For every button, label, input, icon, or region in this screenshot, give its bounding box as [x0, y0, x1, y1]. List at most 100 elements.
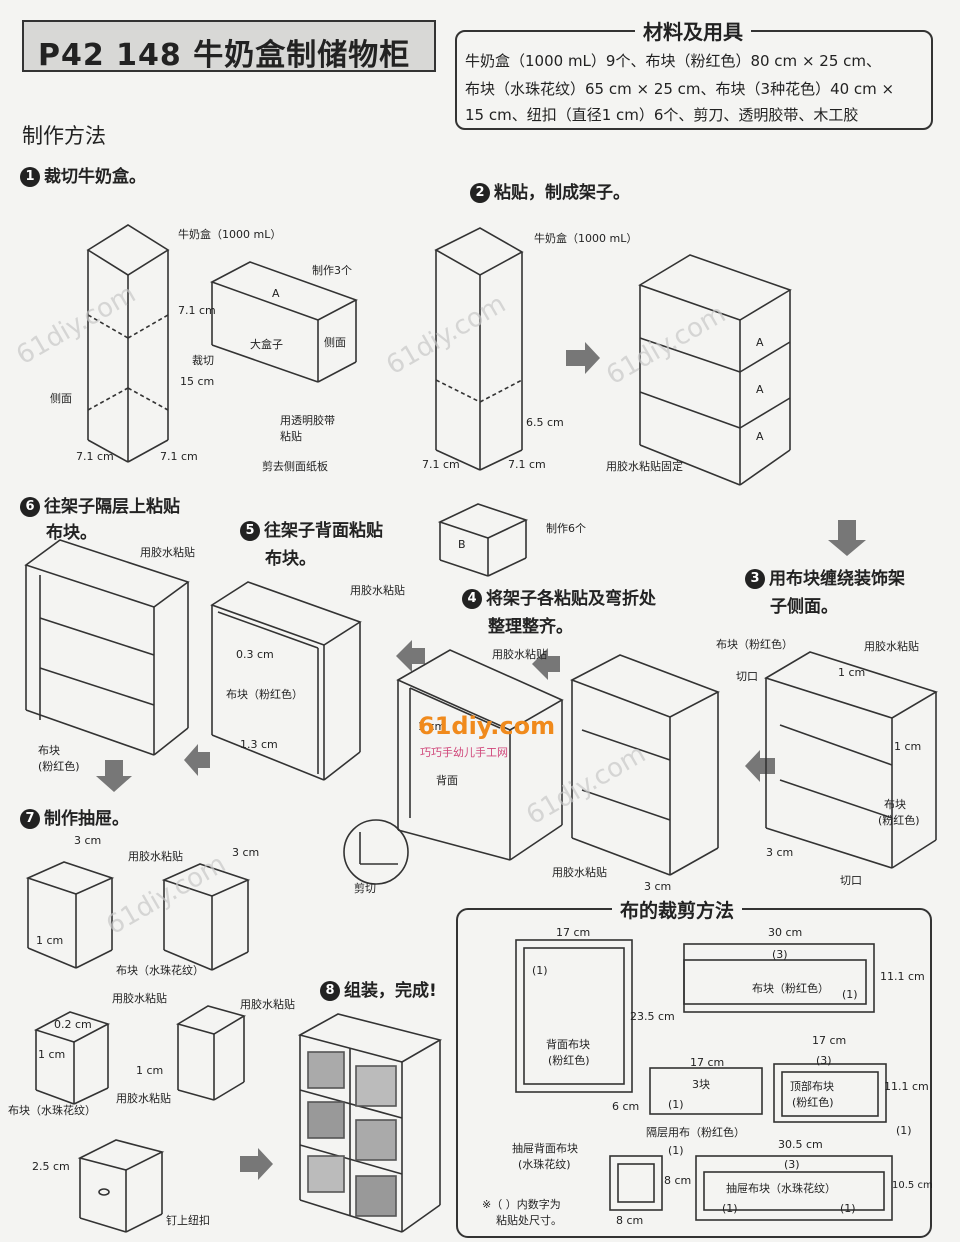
- label-1cm-4: 1 cm: [418, 720, 446, 733]
- label-button: 钉上纽扣: [166, 1214, 210, 1227]
- label-box-b: B: [458, 538, 466, 551]
- label-7-1cm-height: 7.1 cm: [178, 304, 216, 317]
- label-cloth-3-color: (粉红色): [878, 814, 920, 827]
- cut-11-1cm-b: 11.1 cm: [884, 1080, 929, 1093]
- label-cloth-6: 布块: [38, 744, 60, 757]
- cut-top-cloth: 顶部布块: [790, 1080, 834, 1093]
- cut-note-2: 粘贴处尺寸。: [496, 1214, 562, 1227]
- label-glue-6: 用胶水粘贴: [140, 546, 195, 559]
- cut-cloth-pink: 布块（粉红色）: [752, 982, 829, 995]
- label-3cm-7a: 3 cm: [74, 834, 102, 847]
- cutting-heading: 布的裁剪方法: [612, 896, 743, 923]
- label-7-1cm-left: 7.1 cm: [76, 450, 114, 463]
- cut-30cm: 30 cm: [768, 926, 803, 939]
- label-cut-mouth-1: 切口: [736, 670, 758, 683]
- label-0-3cm: 0.3 cm: [236, 648, 274, 661]
- label-7-1cm-2l: 7.1 cm: [422, 458, 460, 471]
- cut-note-1: ※（ ）内数字为: [482, 1198, 561, 1211]
- label-cloth-pink-3: 布块（粉红色）: [716, 638, 793, 651]
- label-2-5cm: 2.5 cm: [32, 1160, 70, 1173]
- cut-drawer-back: 抽屉背面布块: [512, 1142, 578, 1155]
- small-box-B: [437, 503, 529, 577]
- label-a-1: A: [756, 336, 764, 349]
- label-cloth-3: 布块: [884, 798, 906, 811]
- cut-p1-e: (1): [668, 1144, 684, 1157]
- materials-line-3: 15 cm、纽扣（直径1 cm）6个、剪刀、透明胶带、木工胶: [465, 106, 859, 124]
- step-4-number: 4: [462, 589, 482, 609]
- step-8-text: 组装，完成!: [344, 981, 437, 1001]
- label-make-6: 制作6个: [546, 522, 586, 535]
- label-1cm-3b: 1 cm: [894, 740, 922, 753]
- label-make-3: 制作3个: [312, 264, 352, 277]
- step-5-line-2: 布块。: [265, 549, 316, 569]
- cut-p3-a: (3): [772, 948, 788, 961]
- materials-heading: 材料及用具: [635, 16, 751, 45]
- label-glue-7b: 用胶水粘贴: [112, 992, 167, 1005]
- cut-drawer-back-color: (水珠花纹): [518, 1158, 571, 1171]
- cut-p3-b: (3): [816, 1054, 832, 1067]
- label-glue-fix: 用胶水粘贴固定: [606, 460, 683, 473]
- label-cut-off-side: 剪去侧面纸板: [262, 460, 328, 473]
- label-cut-mouth-2: 切口: [840, 874, 862, 887]
- site-logo: 61diy.com: [418, 712, 556, 740]
- label-glue-7a: 用胶水粘贴: [128, 850, 183, 863]
- cut-p1-b: (1): [842, 988, 858, 1001]
- cut-p1-a: (1): [532, 964, 548, 977]
- label-7-1cm-2r: 7.1 cm: [508, 458, 546, 471]
- step-6-text-1: 往架子隔层上粘贴: [44, 497, 180, 517]
- label-glue-3: 用胶水粘贴: [864, 640, 919, 653]
- shelf-4-front: [570, 654, 720, 876]
- label-3cm-7b: 3 cm: [232, 846, 260, 859]
- label-1cm-7: 1 cm: [36, 934, 64, 947]
- label-cloth-dot-7a: 布块（水珠花纹）: [116, 964, 204, 977]
- big-box-A: [210, 261, 358, 383]
- label-cut: 裁切: [192, 354, 214, 367]
- method-heading: 制作方法: [22, 124, 106, 148]
- cut-top-cloth-color: (粉红色): [792, 1096, 834, 1109]
- label-a-3: A: [756, 430, 764, 443]
- label-back: 背面: [436, 774, 458, 787]
- cutting-box: [456, 908, 932, 1238]
- label-side-2: 侧面: [324, 336, 346, 349]
- cut-10-5cm: 10.5 cm: [892, 1180, 933, 1191]
- page-title: P42 148 牛奶盒制储物柜: [38, 38, 411, 73]
- label-glue-7d: 用胶水粘贴: [116, 1092, 171, 1105]
- label-cloth-dot-7b: 布块（水珠花纹）: [8, 1104, 96, 1117]
- cut-17cm-a: 17 cm: [556, 926, 591, 939]
- milk-carton-1: [86, 224, 170, 463]
- label-milk-carton-2: 牛奶盒（1000 mL）: [534, 232, 638, 245]
- label-side-1: 侧面: [50, 392, 72, 405]
- cut-11-1cm-a: 11.1 cm: [880, 970, 925, 983]
- corner-detail: [343, 819, 409, 885]
- label-big-box: 大盒子: [250, 338, 283, 351]
- label-7-1cm-right: 7.1 cm: [160, 450, 198, 463]
- cut-p1-c: (1): [668, 1098, 684, 1111]
- step-4-line-2: 整理整齐。: [488, 617, 573, 637]
- label-tape-2: 粘贴: [280, 430, 302, 443]
- label-0-2cm: 0.2 cm: [54, 1018, 92, 1031]
- label-1cm-7c: 1 cm: [136, 1064, 164, 1077]
- milk-carton-2: [434, 227, 524, 471]
- label-cloth-6-color: (粉红色): [38, 760, 80, 773]
- label-glue-5: 用胶水粘贴: [350, 584, 405, 597]
- cut-drawer-cloth: 抽屉布块（水珠花纹）: [726, 1182, 836, 1195]
- label-glue-4b: 用胶水粘贴: [552, 866, 607, 879]
- step-6-number: 6: [20, 497, 40, 517]
- materials-line-1: 牛奶盒（1000 mL）9个、布块（粉红色）80 cm × 25 cm、: [465, 52, 881, 70]
- cut-17cm-c: 17 cm: [690, 1056, 725, 1069]
- step-3-line-2: 子侧面。: [770, 597, 838, 617]
- label-15cm: 15 cm: [180, 375, 215, 388]
- step-4-text-1: 将架子各粘贴及弯折处: [486, 589, 656, 609]
- cut-back-cloth: 背面布块: [546, 1038, 590, 1051]
- cut-shelf-cloth: 隔层用布（粉红色）: [646, 1126, 745, 1139]
- cut-p1-d: (1): [896, 1124, 912, 1137]
- arrows: [96, 342, 866, 1180]
- step-2-text: 粘贴，制成架子。: [494, 183, 630, 203]
- step-2-number: 2: [470, 183, 490, 203]
- label-scissor: 剪切: [354, 882, 376, 895]
